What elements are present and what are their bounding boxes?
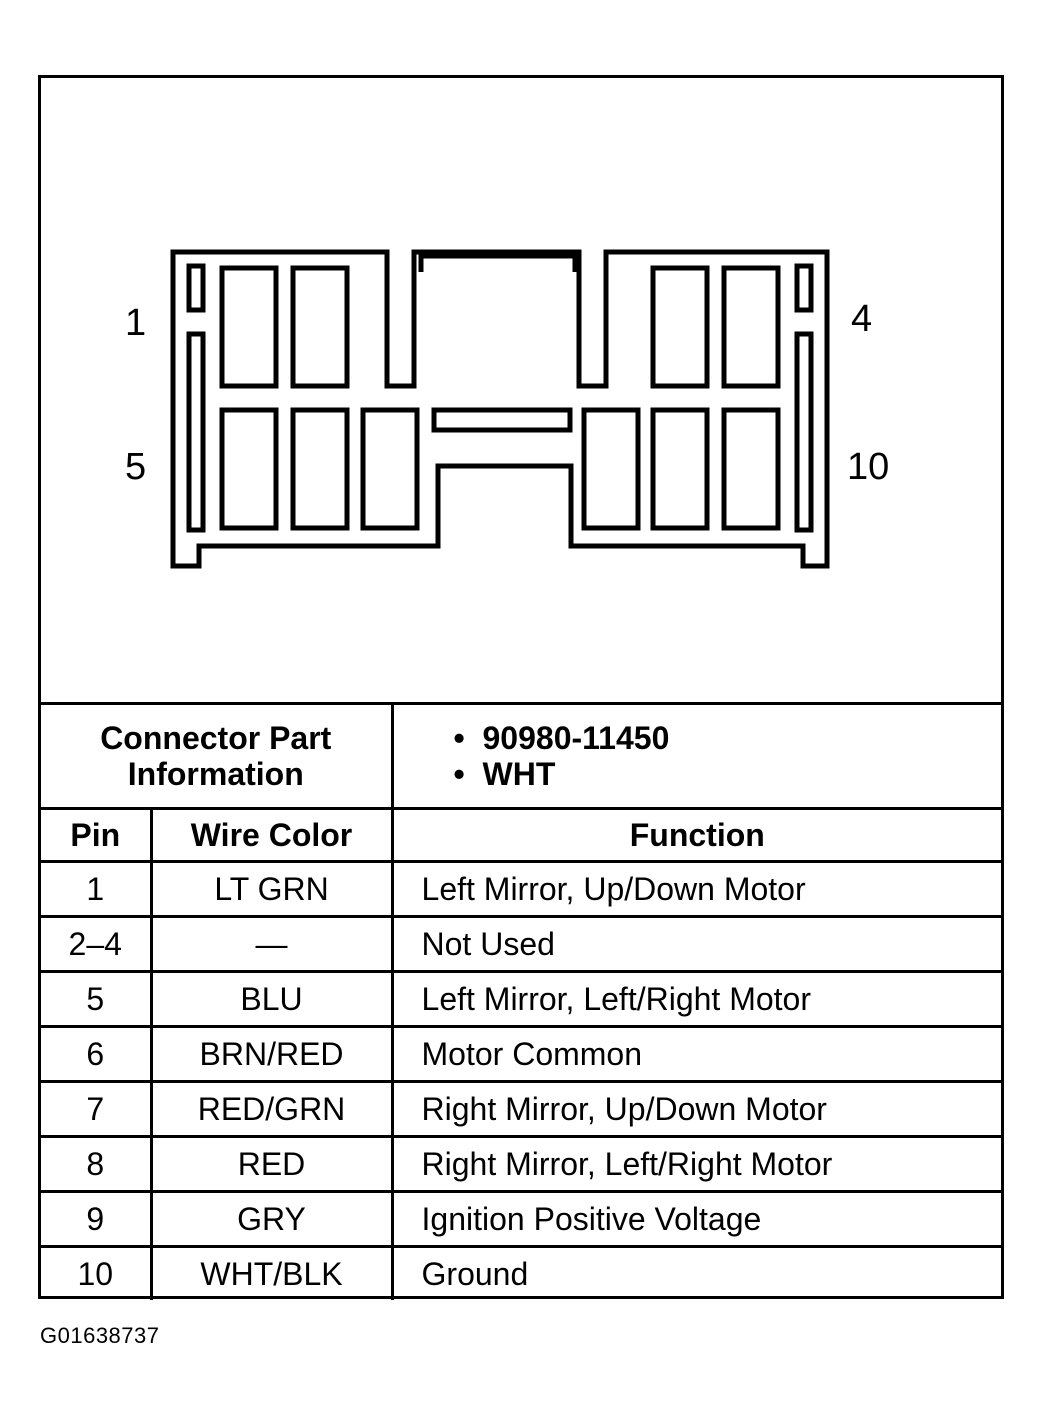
side-slot-right-top	[794, 263, 814, 313]
wire-color-cell: LT GRN	[149, 860, 394, 918]
pin-cavity-3	[650, 265, 710, 389]
function-cell: Right Mirror, Left/Right Motor	[390, 1135, 1002, 1193]
pin-label-top-left: 1	[125, 302, 147, 344]
pin-cavity-2	[290, 265, 350, 389]
wire-color-cell: WHT/BLK	[149, 1245, 394, 1300]
header-wire-color: Wire Color	[149, 807, 394, 863]
table-row: 5 BLU Left Mirror, Left/Right Motor	[41, 970, 1002, 1028]
table-row: 7 RED/GRN Right Mirror, Up/Down Motor	[41, 1080, 1002, 1138]
pin-cavity-10	[721, 407, 781, 531]
pin-cell: 9	[41, 1190, 153, 1248]
wire-color-cell: RED/GRN	[149, 1080, 394, 1138]
part-info-label: Connector Part Information	[41, 702, 394, 810]
pin-cavity-8	[581, 407, 641, 531]
connector-latch-tab	[418, 253, 578, 272]
pin-cavity-9	[650, 407, 710, 531]
pin-label-bottom-right: 10	[847, 446, 890, 488]
function-cell: Motor Common	[390, 1025, 1002, 1083]
pin-cell: 6	[41, 1025, 153, 1083]
figure-frame: 1 4 5 10 Connector Part Information • 90…	[38, 75, 1004, 1300]
part-info-values: • 90980-11450 • WHT	[390, 702, 1002, 810]
function-cell: Left Mirror, Left/Right Motor	[390, 970, 1002, 1028]
part-number-item: • 90980-11450	[453, 720, 670, 756]
pin-cavity-1	[219, 265, 279, 389]
function-cell: Left Mirror, Up/Down Motor	[390, 860, 1002, 918]
part-number: 90980-11450	[482, 720, 670, 756]
function-cell: Not Used	[390, 915, 1002, 973]
part-info-label-line2: Information	[127, 756, 304, 792]
pin-cavity-6	[290, 407, 350, 531]
connector-color-item: • WHT	[453, 756, 556, 792]
table-row: 10 WHT/BLK Ground	[41, 1245, 1002, 1300]
part-info-row: Connector Part Information • 90980-11450…	[41, 702, 1002, 810]
table-header-row: Pin Wire Color Function	[41, 807, 1002, 863]
header-pin: Pin	[41, 807, 153, 863]
wire-color-cell: BRN/RED	[149, 1025, 394, 1083]
pin-cell: 10	[41, 1245, 153, 1300]
side-slot-left-top	[186, 263, 206, 313]
connector-diagram: 1 4 5 10	[41, 78, 1001, 702]
part-info-label-line1: Connector Part	[100, 720, 332, 756]
center-key-bar	[431, 407, 573, 433]
connector-face-drawing	[170, 249, 830, 569]
pin-cell: 7	[41, 1080, 153, 1138]
pin-cavity-7	[360, 407, 420, 531]
wire-color-cell: RED	[149, 1135, 394, 1193]
pin-cell: 1	[41, 860, 153, 918]
pin-cell: 2–4	[41, 915, 153, 973]
pinout-table: Connector Part Information • 90980-11450…	[41, 702, 1002, 1300]
wire-color-cell: GRY	[149, 1190, 394, 1248]
table-row: 9 GRY Ignition Positive Voltage	[41, 1190, 1002, 1248]
table-row: 8 RED Right Mirror, Left/Right Motor	[41, 1135, 1002, 1193]
pin-cavity-4	[721, 265, 781, 389]
pin-cell: 5	[41, 970, 153, 1028]
pin-cell: 8	[41, 1135, 153, 1193]
connector-color: WHT	[482, 756, 556, 792]
pin-label-bottom-left: 5	[125, 446, 147, 488]
function-cell: Right Mirror, Up/Down Motor	[390, 1080, 1002, 1138]
function-cell: Ground	[390, 1245, 1002, 1300]
side-slot-right-bottom	[794, 331, 814, 533]
table-row: 1 LT GRN Left Mirror, Up/Down Motor	[41, 860, 1002, 918]
table-row: 6 BRN/RED Motor Common	[41, 1025, 1002, 1083]
table-row: 2–4 — Not Used	[41, 915, 1002, 973]
pin-cavity-5	[219, 407, 279, 531]
pin-label-top-right: 4	[851, 298, 873, 340]
connector-housing-outline	[170, 249, 830, 569]
header-function: Function	[390, 807, 1002, 863]
figure-id: G01638737	[40, 1323, 160, 1348]
side-slot-left-bottom	[186, 331, 206, 533]
wire-color-cell: —	[149, 915, 394, 973]
function-cell: Ignition Positive Voltage	[390, 1190, 1002, 1248]
wire-color-cell: BLU	[149, 970, 394, 1028]
